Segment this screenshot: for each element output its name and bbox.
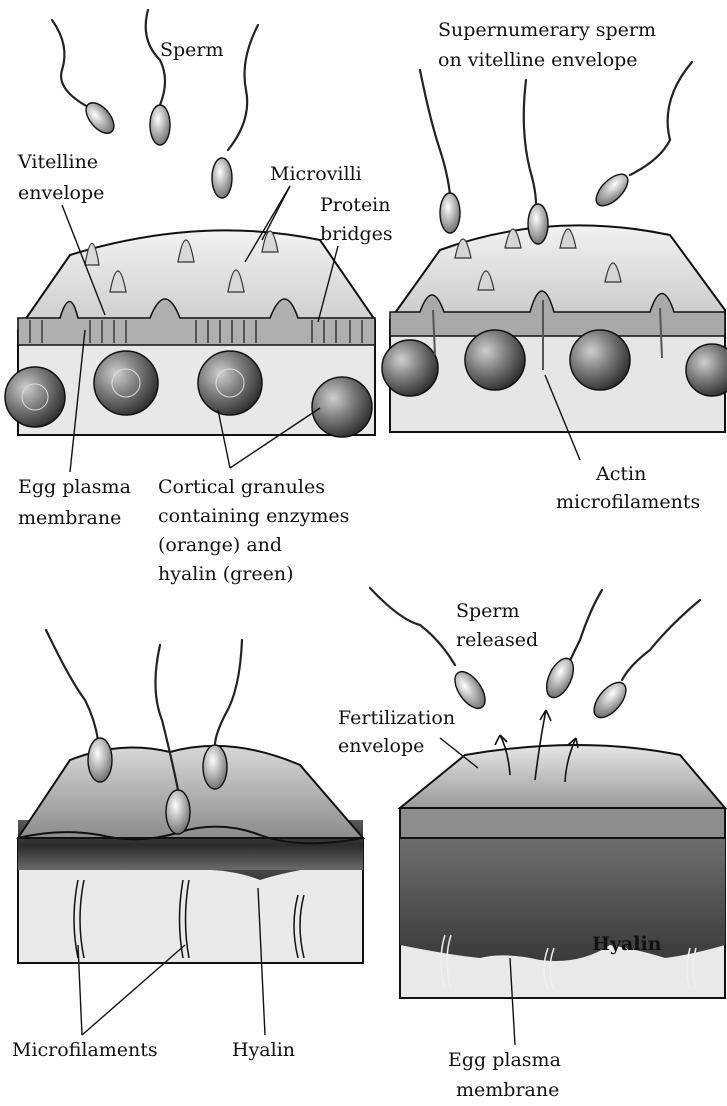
label-egg-membrane-4-line1: Egg plasma	[448, 1049, 561, 1071]
label-fertilization-line1: Fertilization	[338, 707, 455, 729]
label-vitelline-line1: Vitelline	[17, 151, 98, 173]
panel-2-cortical-granule-fusion: Supernumerary sperm on vitelline envelop…	[382, 19, 727, 513]
label-cortical-line3: (orange) and	[158, 534, 282, 556]
sperm-group-panel-2	[420, 62, 692, 244]
label-cortical-line4: hyalin (green)	[158, 563, 294, 585]
label-egg-membrane-line1: Egg plasma	[18, 476, 131, 498]
panel-3-hyalin-release: Microfilaments Hyalin	[12, 630, 363, 1061]
label-supernumerary-line2: on vitelline envelope	[438, 49, 638, 71]
egg-cytoplasm-block-2	[390, 322, 725, 432]
label-microfilaments: Microfilaments	[12, 1039, 158, 1061]
label-vitelline-line2: envelope	[18, 182, 104, 204]
fertilization-envelope-edge	[400, 808, 725, 838]
label-protein-line2: bridges	[320, 223, 393, 245]
label-sperm-released-line2: released	[456, 629, 538, 651]
panel-4-fertilization-envelope: Sperm released Fertilization envelope Hy…	[338, 588, 725, 1101]
label-protein-line1: Protein	[320, 194, 391, 216]
panel-1-egg-before-fusion: Sperm Vitelline envelope Microvilli Prot…	[5, 10, 393, 585]
label-egg-membrane-line2: membrane	[18, 507, 121, 529]
label-supernumerary-line1: Supernumerary sperm	[438, 19, 656, 41]
label-cortical-line2: containing enzymes	[158, 505, 349, 527]
label-egg-membrane-4-line2: membrane	[456, 1079, 559, 1101]
label-fertilization-line2: envelope	[338, 735, 424, 757]
label-actin-line1: Actin	[595, 463, 646, 485]
label-hyalin-4: Hyalin	[592, 933, 662, 955]
label-actin-line2: microfilaments	[556, 491, 700, 513]
egg-top-surface-3	[18, 746, 363, 838]
label-sperm-released-line1: Sperm	[456, 600, 520, 622]
fertilization-envelope-top	[400, 745, 725, 808]
label-microvilli: Microvilli	[270, 163, 362, 185]
label-hyalin-3: Hyalin	[232, 1039, 295, 1061]
label-cortical-line1: Cortical granules	[158, 476, 325, 498]
label-sperm: Sperm	[160, 39, 224, 61]
sperm-group-panel-4	[370, 588, 700, 723]
